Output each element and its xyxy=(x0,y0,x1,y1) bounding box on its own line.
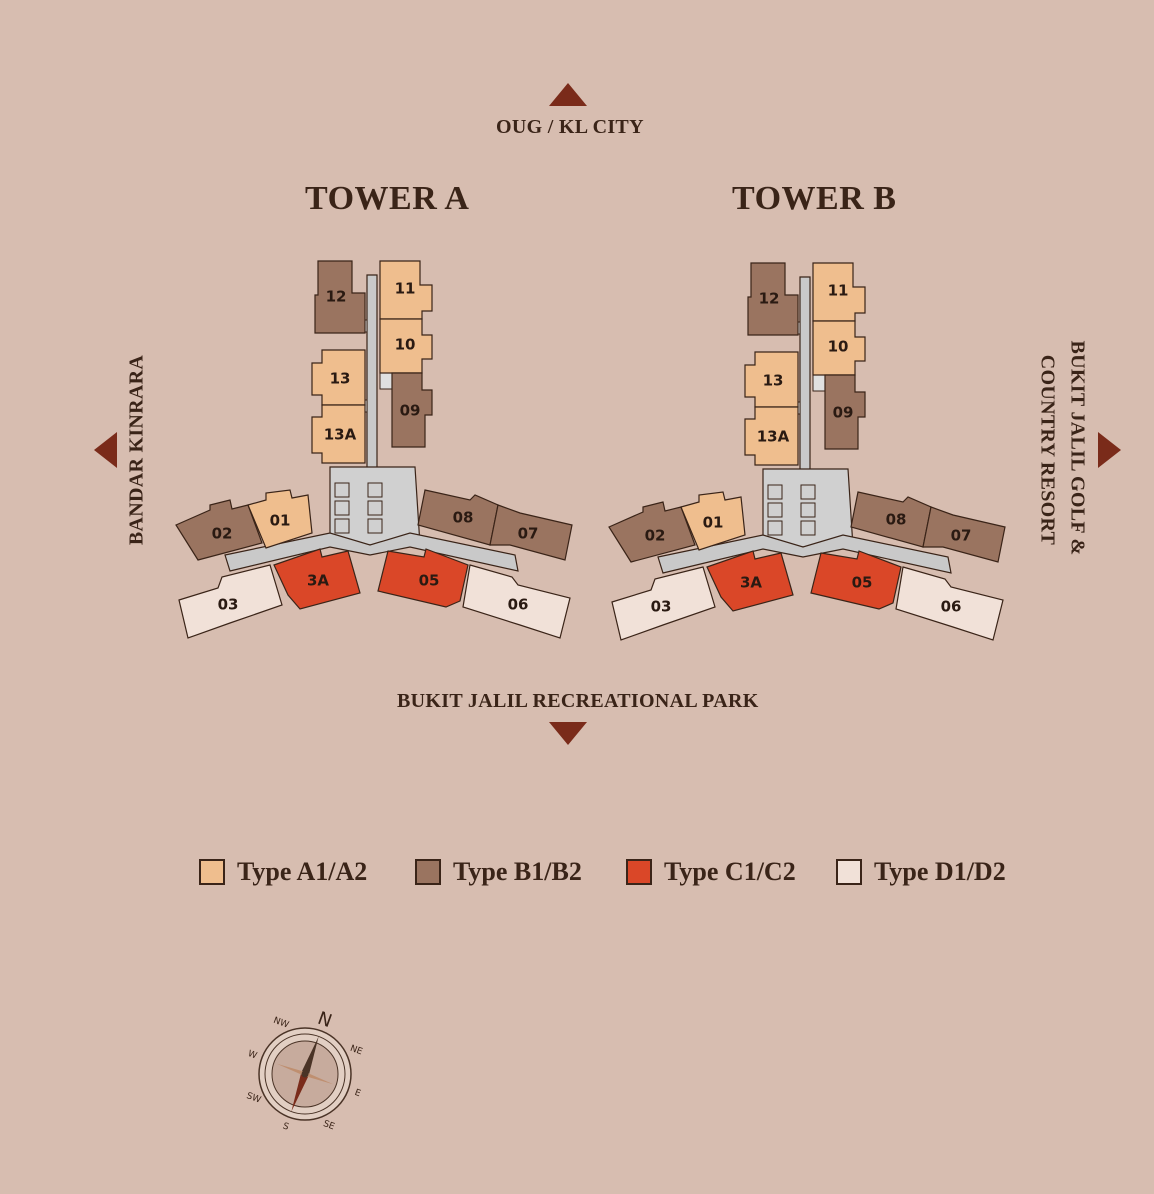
legend-swatch xyxy=(836,859,862,885)
unit-3A[interactable]: 3A xyxy=(273,548,361,610)
unit-label: 13 xyxy=(330,370,351,388)
legend-swatch xyxy=(199,859,225,885)
unit-label: 07 xyxy=(951,527,972,545)
compass-label: S xyxy=(281,1121,290,1132)
west-arrow-icon xyxy=(94,432,117,468)
unit-label: 02 xyxy=(212,525,233,543)
compass-label: N xyxy=(315,1008,335,1032)
unit-label: 03 xyxy=(651,598,672,616)
unit-06[interactable]: 06 xyxy=(462,564,571,639)
unit-12[interactable]: 12 xyxy=(747,262,799,336)
legend-item-type-d: Type D1/D2 xyxy=(836,857,1006,887)
unit-09[interactable]: 09 xyxy=(824,374,866,450)
unit-label: 02 xyxy=(645,527,666,545)
south-arrow-icon xyxy=(549,722,587,745)
unit-03[interactable]: 03 xyxy=(178,564,283,639)
unit-label: 05 xyxy=(852,574,873,592)
unit-02[interactable]: 02 xyxy=(175,499,263,561)
unit-label: 13A xyxy=(757,428,790,446)
unit-label: 3A xyxy=(740,574,762,592)
unit-06[interactable]: 06 xyxy=(895,566,1004,641)
unit-label: 03 xyxy=(218,596,239,614)
unit-09[interactable]: 09 xyxy=(391,372,433,448)
unit-label: 13 xyxy=(763,372,784,390)
unit-01[interactable]: 01 xyxy=(680,491,746,551)
east-direction-label-line1: BUKIT JALIL GOLF & xyxy=(1066,340,1089,556)
west-direction-label: BANDAR KINRARA xyxy=(125,354,148,546)
unit-label: 10 xyxy=(828,338,849,356)
unit-label: 11 xyxy=(828,282,849,300)
compass-label: W xyxy=(246,1049,258,1061)
east-direction-label-line2: COUNTRY RESORT xyxy=(1036,354,1059,546)
unit-label: 10 xyxy=(395,336,416,354)
unit-05[interactable]: 05 xyxy=(377,548,469,608)
south-direction-label: BUKIT JALIL RECREATIONAL PARK xyxy=(397,690,759,712)
tower-core xyxy=(657,276,952,574)
compass-label: NE xyxy=(349,1044,364,1058)
unit-label: 12 xyxy=(759,290,780,308)
compass-label: NW xyxy=(272,1016,290,1031)
unit-label: 11 xyxy=(395,280,416,298)
tower-a-title: TOWER A xyxy=(305,180,470,217)
unit-label: 08 xyxy=(886,511,907,529)
unit-13[interactable]: 13 xyxy=(311,349,366,406)
unit-05[interactable]: 05 xyxy=(810,550,902,610)
unit-3A[interactable]: 3A xyxy=(706,550,794,612)
unit-label: 12 xyxy=(326,288,347,306)
unit-03[interactable]: 03 xyxy=(611,566,716,641)
east-arrow-icon xyxy=(1098,432,1121,468)
legend-label: Type C1/C2 xyxy=(664,857,796,886)
unit-type-legend: Type A1/A2 Type B1/B2 Type C1/C2 Type D1… xyxy=(199,856,1006,888)
legend-swatch xyxy=(415,859,441,885)
unit-label: 01 xyxy=(270,512,291,530)
unit-label: 08 xyxy=(453,509,474,527)
compass-label: E xyxy=(353,1088,362,1099)
legend-item-type-c: Type C1/C2 xyxy=(626,857,836,887)
legend-label: Type B1/B2 xyxy=(453,857,582,886)
unit-07[interactable]: 07 xyxy=(922,506,1006,563)
legend-swatch xyxy=(626,859,652,885)
unit-label: 09 xyxy=(833,404,854,422)
unit-label: 05 xyxy=(419,572,440,590)
unit-12[interactable]: 12 xyxy=(314,260,366,334)
legend-item-type-a: Type A1/A2 xyxy=(199,857,415,887)
unit-11[interactable]: 11 xyxy=(812,262,866,322)
unit-label: 3A xyxy=(307,572,329,590)
legend-label: Type A1/A2 xyxy=(237,857,368,886)
unit-label: 06 xyxy=(941,598,962,616)
tower-a-floor-plan: 12 11 10 13 09 13A 02 01 08 07 3A 0 xyxy=(175,260,573,639)
unit-label: 13A xyxy=(324,426,357,444)
tower-b-floor-plan: 12 11 10 13 09 13A 02 01 08 07 3A 0 xyxy=(608,262,1006,641)
unit-08[interactable]: 08 xyxy=(417,489,499,546)
unit-10[interactable]: 10 xyxy=(812,320,866,376)
legend-label: Type D1/D2 xyxy=(874,857,1006,886)
unit-label: 07 xyxy=(518,525,539,543)
compass-icon: N NE E SE S SW W NW xyxy=(245,1008,364,1133)
unit-10[interactable]: 10 xyxy=(379,318,433,374)
tower-b-title: TOWER B xyxy=(732,180,897,217)
unit-13A[interactable]: 13A xyxy=(311,404,366,464)
unit-02[interactable]: 02 xyxy=(608,501,696,563)
unit-11[interactable]: 11 xyxy=(379,260,433,320)
compass-label: SE xyxy=(322,1119,336,1132)
north-direction-label: OUG / KL CITY xyxy=(496,116,644,138)
unit-07[interactable]: 07 xyxy=(489,504,573,561)
unit-label: 01 xyxy=(703,514,724,532)
legend-item-type-b: Type B1/B2 xyxy=(415,857,626,887)
unit-label: 06 xyxy=(508,596,529,614)
unit-01[interactable]: 01 xyxy=(247,489,313,549)
north-arrow-icon xyxy=(549,83,587,106)
compass-label: SW xyxy=(245,1091,262,1105)
unit-13[interactable]: 13 xyxy=(744,351,799,408)
unit-label: 09 xyxy=(400,402,421,420)
unit-13A[interactable]: 13A xyxy=(744,406,799,466)
